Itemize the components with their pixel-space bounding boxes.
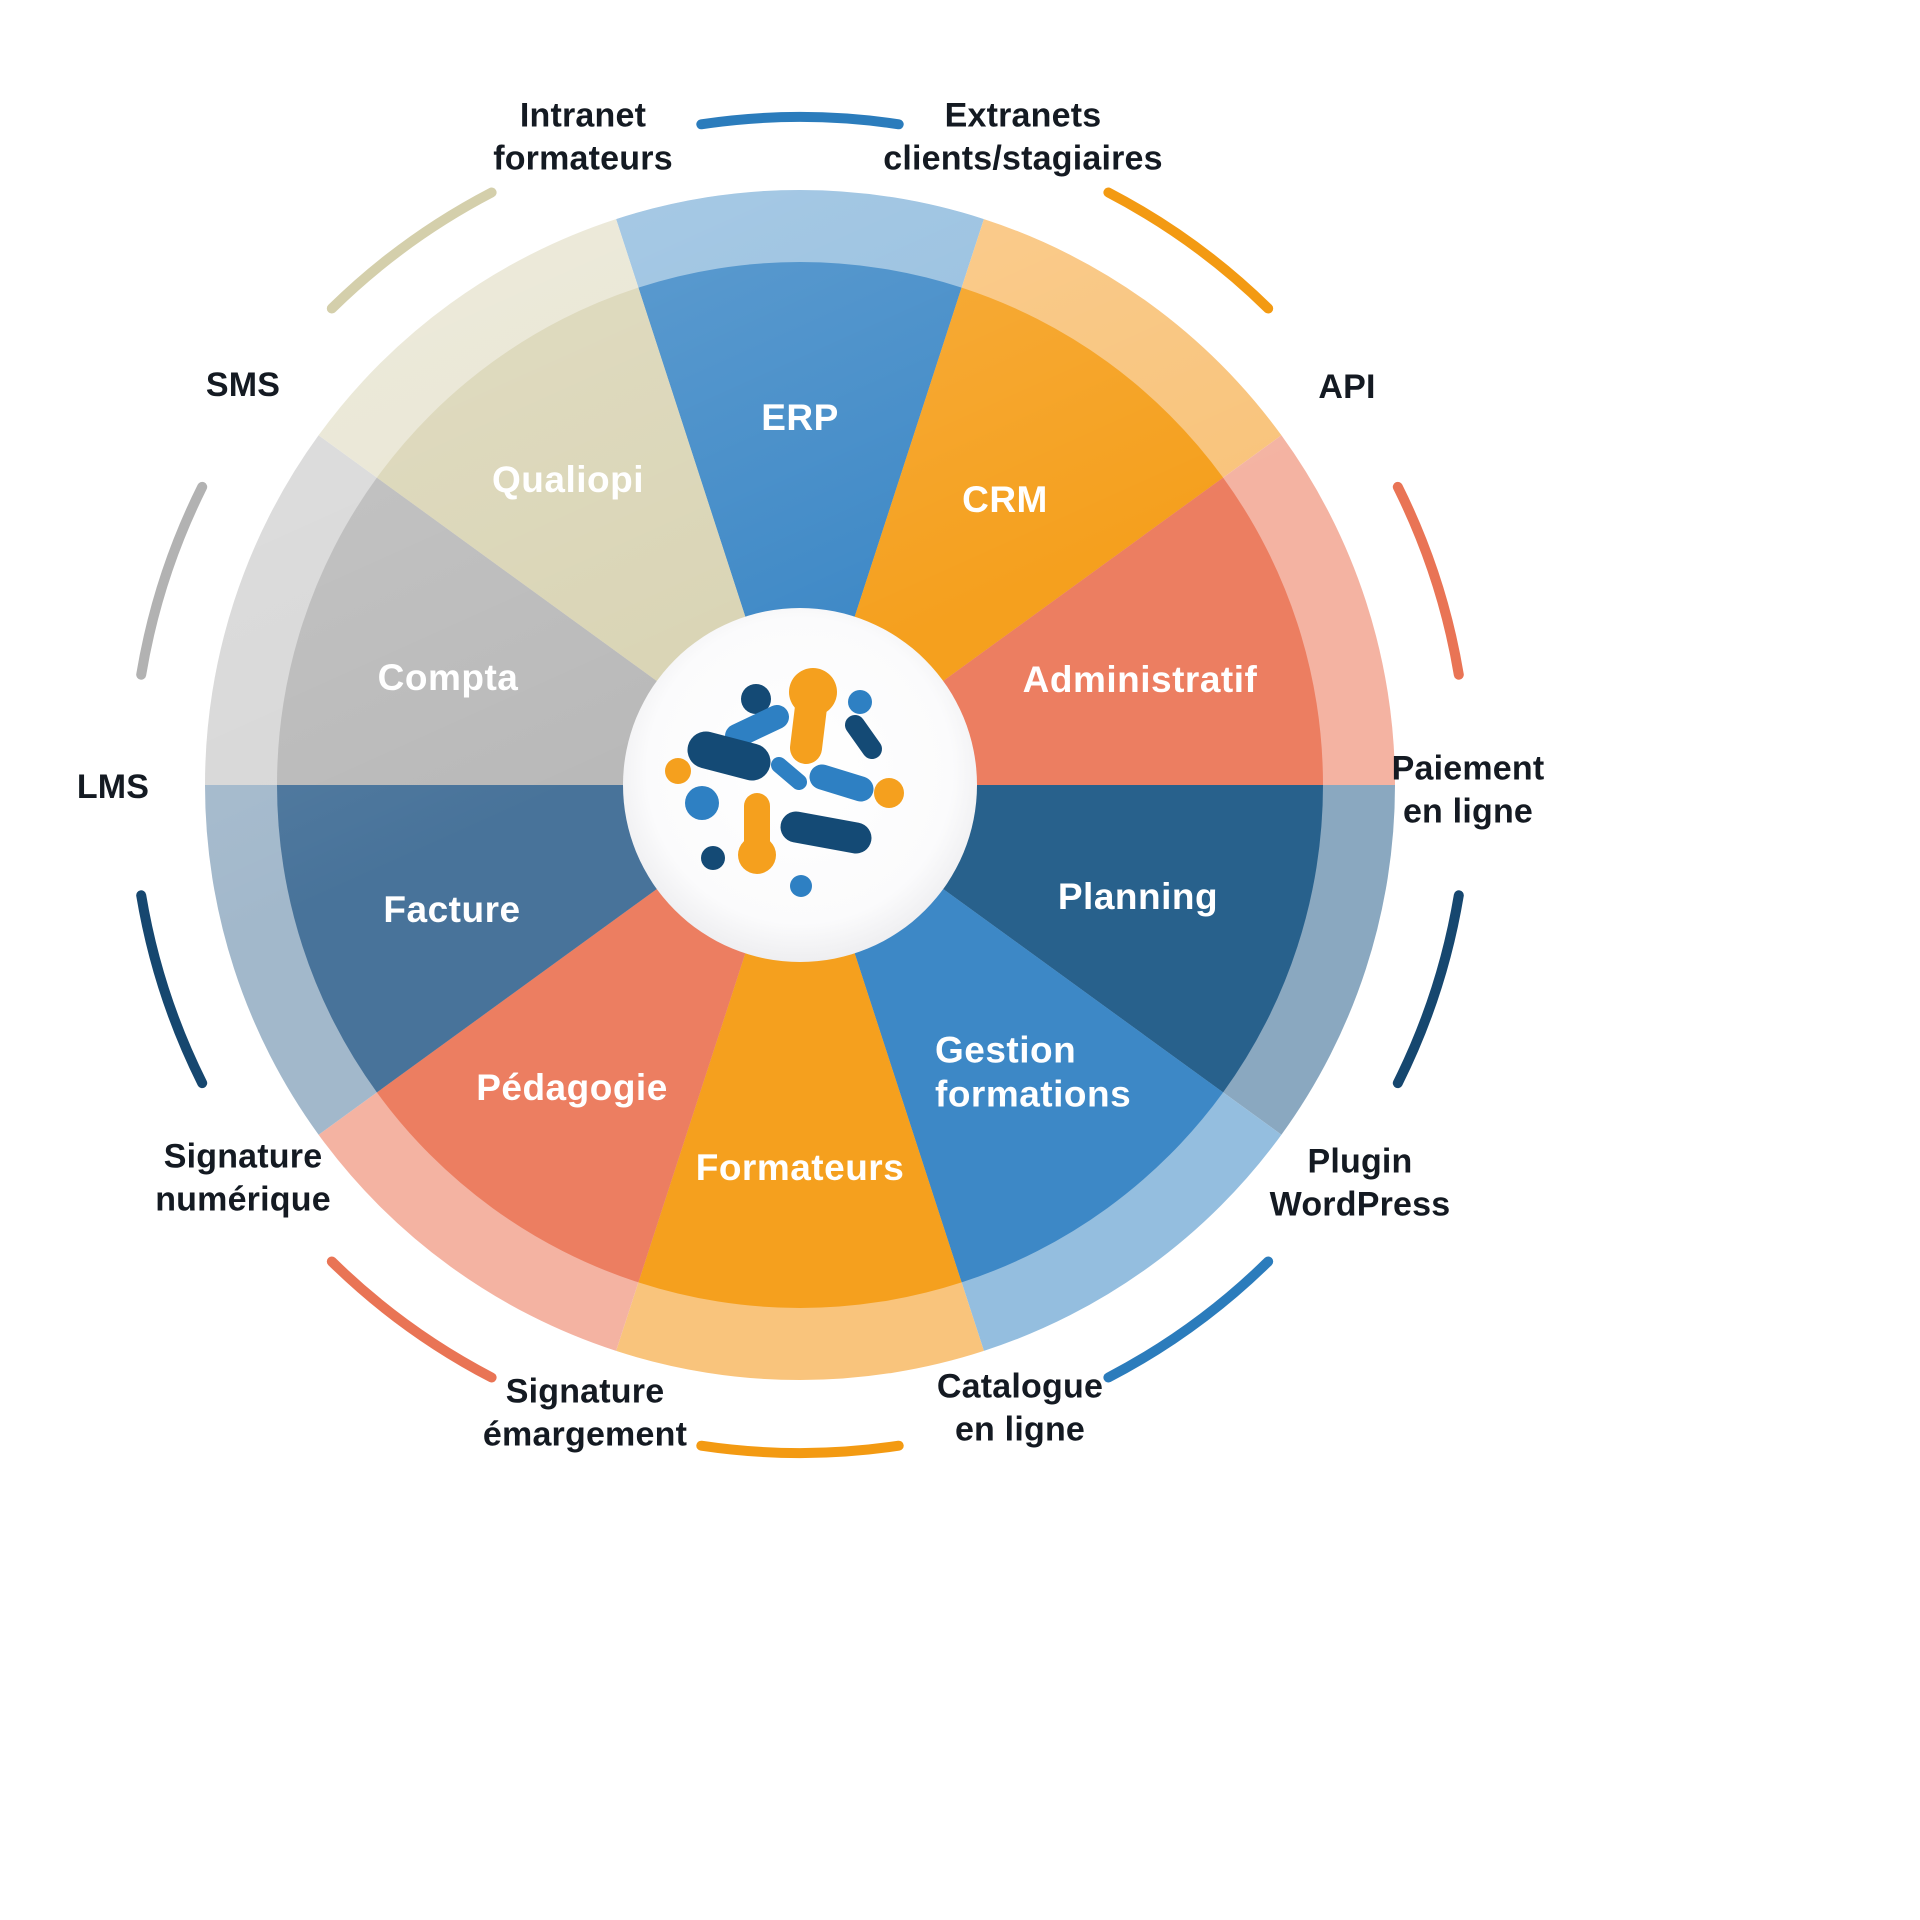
segment-label-line: CRM <box>962 479 1048 521</box>
outer-label-extranets-clients-stagiaires: Extranets clients/stagiaires <box>883 95 1163 180</box>
outer-arc-planning <box>1392 890 1464 1089</box>
outer-label-line: Intranet <box>519 96 647 135</box>
segment-label-line: Gestion <box>935 1029 1077 1071</box>
logo-link <box>725 705 789 748</box>
outer-label-api: API <box>1318 366 1375 409</box>
logo-node <box>848 690 872 714</box>
outer-arc-erp <box>696 111 904 130</box>
outer-arc-crm <box>1103 187 1274 314</box>
outer-label-line: en ligne <box>954 1410 1086 1448</box>
segment-label-planning: Planning <box>1058 875 1218 919</box>
segment-label-compta: Compta <box>378 656 519 700</box>
outer-label-line: API <box>1318 367 1376 406</box>
segment-label-facture: Facture <box>383 888 520 932</box>
segment-label-line: Administratif <box>1022 659 1258 701</box>
logo-link <box>780 811 872 854</box>
outer-label-line: Extranets <box>944 96 1102 135</box>
outer-label-line: SMS <box>205 365 281 404</box>
segment-label-crm: CRM <box>962 478 1048 522</box>
outer-arc-gestion-formations <box>1103 1256 1274 1383</box>
segment-label-line: Qualiopi <box>492 459 644 501</box>
segment-label-administratif: Administratif <box>1023 658 1258 702</box>
segment-label-line: Planning <box>1057 876 1219 918</box>
segment-label-erp: ERP <box>761 396 839 440</box>
outer-label-paiement-en-ligne: Paiement en ligne <box>1392 748 1545 833</box>
segment-label-line: Compta <box>377 657 519 699</box>
segment-label-line: Facture <box>383 889 521 931</box>
segment-label-formateurs: Formateurs <box>696 1146 905 1190</box>
outer-arc-qualiopi <box>326 187 497 314</box>
outer-label-line: formateurs <box>493 139 673 177</box>
segment-label-line: Formateurs <box>695 1147 905 1189</box>
segment-label-line: Pédagogie <box>476 1067 668 1109</box>
logo-node <box>741 684 771 714</box>
molecule-network-icon <box>665 668 904 897</box>
logo-link <box>809 764 874 802</box>
outer-label-signature-emargement: Signature émargement <box>483 1371 687 1456</box>
outer-arc-formateurs <box>696 1440 904 1459</box>
outer-accent-arcs <box>136 111 1464 1459</box>
outer-label-intranet-formateurs: Intranet formateurs <box>493 95 673 180</box>
logo-link <box>845 715 882 759</box>
outer-label-line: en ligne <box>1402 792 1534 830</box>
outer-label-line: numérique <box>155 1180 331 1218</box>
logo-node <box>685 786 719 820</box>
outer-label-line: clients/stagiaires <box>883 139 1163 177</box>
outer-label-plugin-wordpress: Plugin WordPress <box>1270 1141 1451 1226</box>
logo-node <box>665 758 691 784</box>
outer-arc-compta <box>136 481 208 680</box>
outer-label-line: émargement <box>482 1415 688 1453</box>
segment-label-gestion-formations: Gestion formations <box>935 1028 1131 1115</box>
logo-node <box>790 875 812 897</box>
logo-link <box>771 757 807 790</box>
outer-label-catalogue-en-ligne: Catalogue en ligne <box>937 1366 1103 1451</box>
logo-node <box>738 836 776 874</box>
logo-node <box>789 668 837 716</box>
outer-label-sms: SMS <box>206 364 280 407</box>
outer-label-line: Plugin <box>1307 1142 1413 1181</box>
outer-label-line: Signature <box>505 1372 665 1411</box>
segment-label-qualiopi: Qualiopi <box>492 458 644 502</box>
logo-node <box>874 778 904 808</box>
segment-label-line: ERP <box>761 397 839 439</box>
outer-label-line: WordPress <box>1269 1185 1451 1223</box>
logo-node <box>701 846 725 870</box>
outer-arc-administratif <box>1392 481 1464 680</box>
outer-label-line: Signature <box>163 1137 323 1176</box>
outer-label-lms: LMS <box>77 766 149 809</box>
segment-label-pedagogie: Pédagogie <box>476 1066 668 1110</box>
logo-link <box>687 731 771 781</box>
segment-label-line: formations <box>935 1073 1132 1114</box>
outer-arc-facture <box>136 890 208 1089</box>
outer-label-signature-numerique: Signature numérique <box>155 1136 331 1221</box>
outer-label-line: LMS <box>76 767 150 806</box>
outer-label-line: Paiement <box>1391 749 1545 788</box>
outer-arc-pedagogie <box>326 1256 497 1383</box>
outer-label-line: Catalogue <box>936 1367 1104 1406</box>
